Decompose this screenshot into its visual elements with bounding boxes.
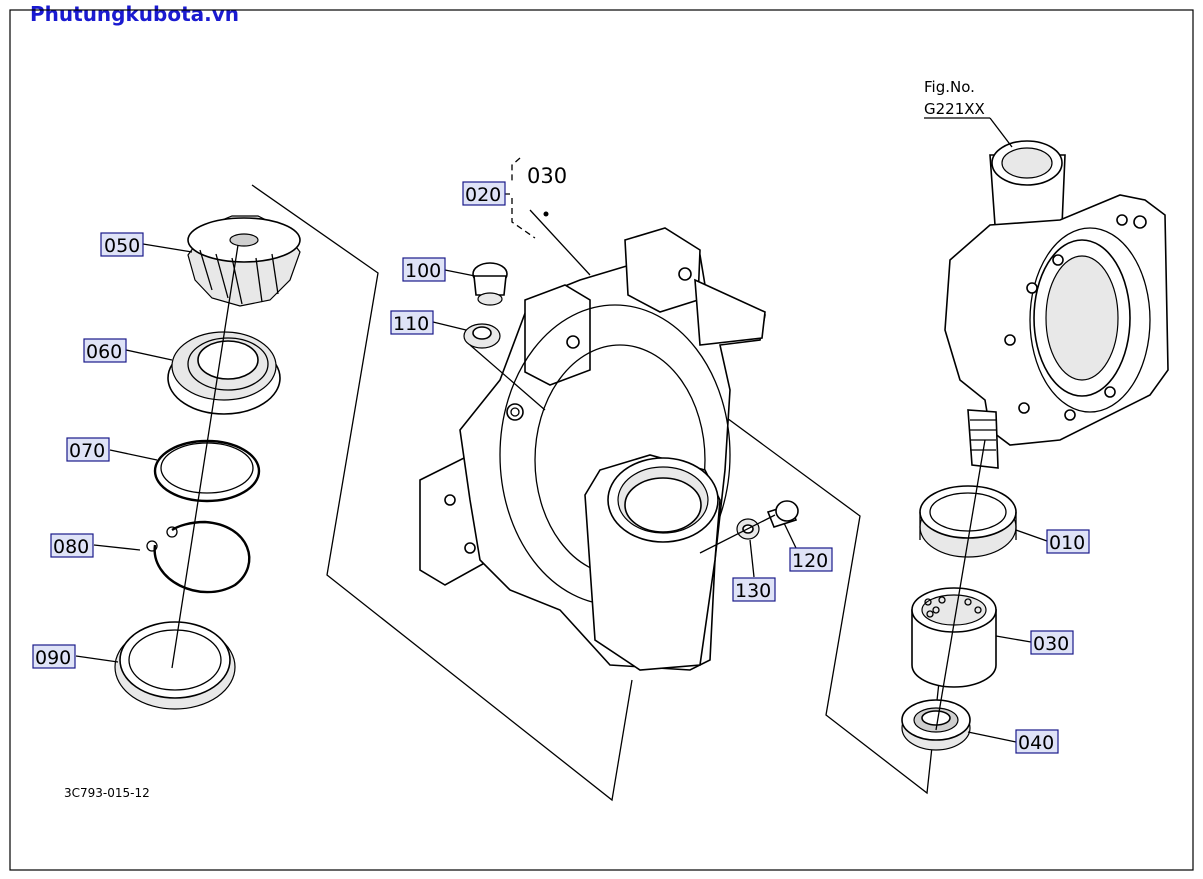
callout-010[interactable]: 010 <box>1046 529 1090 554</box>
ball-bearing-part[interactable] <box>167 331 281 415</box>
callout-030[interactable]: 030 <box>1030 630 1074 655</box>
callout-080-text: 080 <box>53 536 89 558</box>
callout-090[interactable]: 090 <box>32 644 76 669</box>
callout-020-text: 020 <box>465 184 501 206</box>
callout-120-text: 120 <box>792 550 828 572</box>
callout-100-text: 100 <box>405 260 441 282</box>
bearing-cup-part[interactable] <box>919 485 1017 558</box>
circlip-part[interactable] <box>146 520 251 594</box>
callout-060[interactable]: 060 <box>83 338 127 363</box>
right-stack-axis <box>935 439 986 731</box>
callout-030-top-text: 030 <box>527 164 567 188</box>
callout-020[interactable]: 020 <box>462 181 506 206</box>
drawing-frame <box>9 9 1194 871</box>
group-outline-left <box>251 184 633 802</box>
plug-axis <box>469 344 546 411</box>
washer-part[interactable] <box>463 323 501 349</box>
plug-part[interactable] <box>472 262 508 306</box>
callout-030-top: 030 <box>527 164 567 188</box>
leader-lines <box>75 117 1048 743</box>
left-stack-axis <box>171 244 239 669</box>
callout-060-text: 060 <box>86 341 122 363</box>
callout-040-text: 040 <box>1018 732 1054 754</box>
callout-080[interactable]: 080 <box>50 533 94 558</box>
steering-knuckle-reference-part[interactable] <box>944 140 1169 469</box>
bevel-gear-part[interactable] <box>187 215 301 307</box>
snap-ring-part[interactable] <box>153 439 261 503</box>
fig-no-value[interactable]: G221XX <box>924 100 985 118</box>
callout-030-text: 030 <box>1033 633 1069 655</box>
callout-100[interactable]: 100 <box>402 257 446 282</box>
callout-040[interactable]: 040 <box>1015 729 1059 754</box>
callout-070-text: 070 <box>69 440 105 462</box>
callout-130-text: 130 <box>735 580 771 602</box>
callout-120[interactable]: 120 <box>789 547 833 572</box>
fig-no-label: Fig.No. <box>924 78 975 96</box>
callout-010-text: 010 <box>1049 532 1085 554</box>
callout-110[interactable]: 110 <box>390 310 434 335</box>
callout-070[interactable]: 070 <box>66 437 110 462</box>
callout-090-text: 090 <box>35 647 71 669</box>
needle-bearing-part[interactable] <box>911 587 997 688</box>
bolt-axis <box>699 514 776 554</box>
callout-110-text: 110 <box>393 313 429 335</box>
site-watermark: Phutungkubota.vn <box>30 2 240 26</box>
callout-050-text: 050 <box>104 235 140 257</box>
gear-case-housing-part[interactable] <box>419 227 766 671</box>
oil-seal-part[interactable] <box>114 621 236 710</box>
bolt-part[interactable] <box>766 500 799 528</box>
thrust-bearing-part[interactable] <box>901 699 971 751</box>
drawing-code: 3C793-015-12 <box>64 786 150 800</box>
callout-050[interactable]: 050 <box>100 232 144 257</box>
callout-130[interactable]: 130 <box>732 577 776 602</box>
